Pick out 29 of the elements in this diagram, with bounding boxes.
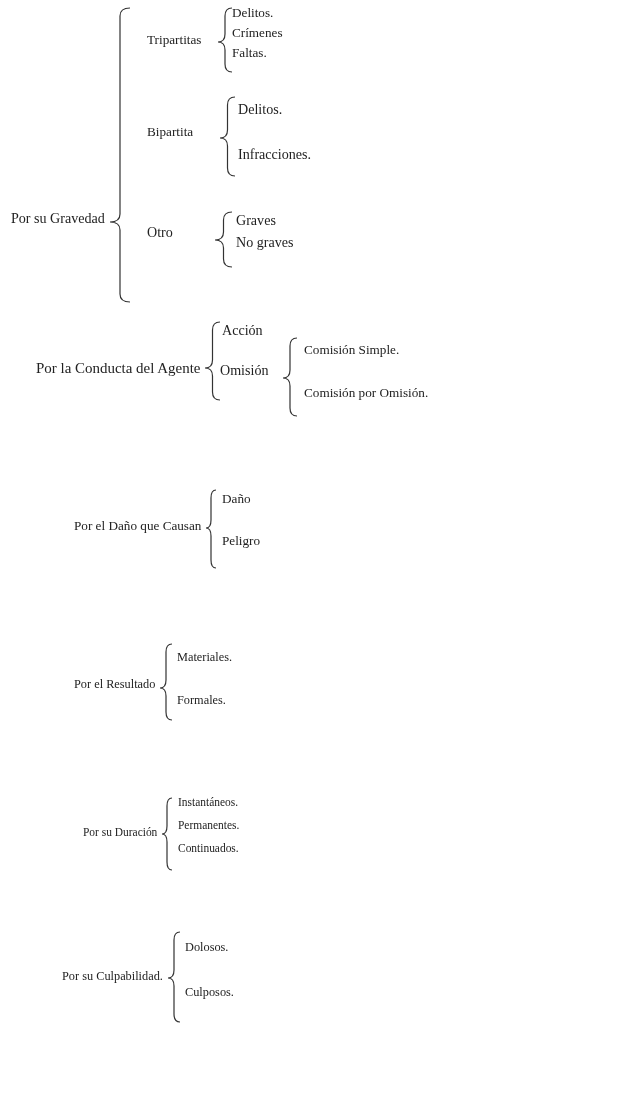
category-heading: Por su Culpabilidad. [62, 970, 163, 984]
category-item: Permanentes. [178, 818, 240, 832]
category-item: Formales. [177, 694, 226, 708]
category-item: Omisión [220, 363, 269, 379]
category-item: Graves [236, 213, 276, 229]
category-item: Peligro [222, 533, 261, 549]
category-item: Continuados. [178, 841, 239, 855]
category-heading: Por el Daño que Causan [74, 518, 202, 534]
category-item: Comisión por Omisión. [304, 385, 429, 401]
category-heading: Por su Gravedad [11, 211, 105, 227]
category-heading: Por su Duración [83, 825, 158, 839]
category-heading: Por el Resultado [74, 678, 156, 692]
category-item: Comisión Simple. [304, 342, 400, 358]
category-item: Otro [147, 225, 173, 241]
category-item: Faltas. [232, 45, 267, 61]
category-heading: Por la Conducta del Agente [36, 359, 201, 377]
category-item: Delitos. [238, 102, 283, 118]
category-item: No graves [236, 235, 294, 251]
category-item: Daño [222, 491, 251, 507]
category-item: Dolosos. [185, 941, 229, 955]
category-item: Tripartitas [147, 32, 202, 48]
category-item: Materiales. [177, 651, 233, 665]
category-item: Delitos. [232, 5, 274, 21]
category-item: Infracciones. [238, 147, 312, 163]
category-item: Instantáneos. [178, 795, 239, 809]
category-item: Crímenes [232, 25, 283, 41]
category-item: Acción [222, 323, 263, 339]
category-item: Culposos. [185, 986, 234, 1000]
category-item: Bipartita [147, 124, 194, 140]
